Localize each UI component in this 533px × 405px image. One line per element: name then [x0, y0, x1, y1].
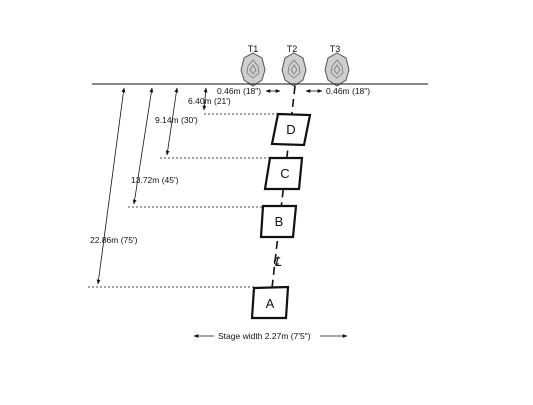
distance-label-d: 6.40m (21'): [188, 96, 231, 106]
position-a-label: A: [266, 296, 275, 311]
spacing-right-label: 0.46m (18"): [326, 86, 370, 96]
target-t3: T3: [324, 44, 350, 87]
position-d-box: [270, 112, 312, 147]
distance-arrow-c: [165, 87, 179, 156]
position-b: B: [259, 204, 298, 239]
spacing-left-label: 0.46m (18"): [217, 86, 261, 96]
target-t3-icon: [324, 52, 350, 87]
target-t2-label: T2: [287, 44, 298, 54]
position-b-box: [259, 204, 298, 239]
distance-label-c: 9.14m (30'): [155, 115, 198, 125]
stage-width-label: Stage width 2.27m (7'5"): [218, 331, 311, 341]
position-d: D: [270, 112, 312, 147]
position-c-label: C: [280, 166, 289, 181]
distance-label-a: 22.86m (75'): [90, 235, 138, 245]
position-c: C: [263, 156, 304, 191]
target-t2: T2: [281, 44, 307, 87]
target-t1-label: T1: [248, 44, 259, 54]
target-t2-icon: [281, 52, 307, 87]
target-t1-icon: [240, 52, 266, 87]
position-d-label: D: [286, 122, 295, 137]
position-a: A: [250, 285, 290, 320]
target-t1: T1: [240, 44, 266, 87]
position-b-label: B: [275, 214, 284, 229]
centerline-symbol: ℄: [273, 254, 282, 269]
distance-arrow-d: [202, 87, 208, 111]
target-t3-label: T3: [330, 44, 341, 54]
position-c-box: [263, 156, 304, 191]
position-a-box: [250, 285, 290, 320]
distance-arrow-b: [132, 87, 154, 205]
distance-label-b: 13.72m (45'): [131, 175, 179, 185]
distance-arrow-a: [96, 87, 126, 285]
